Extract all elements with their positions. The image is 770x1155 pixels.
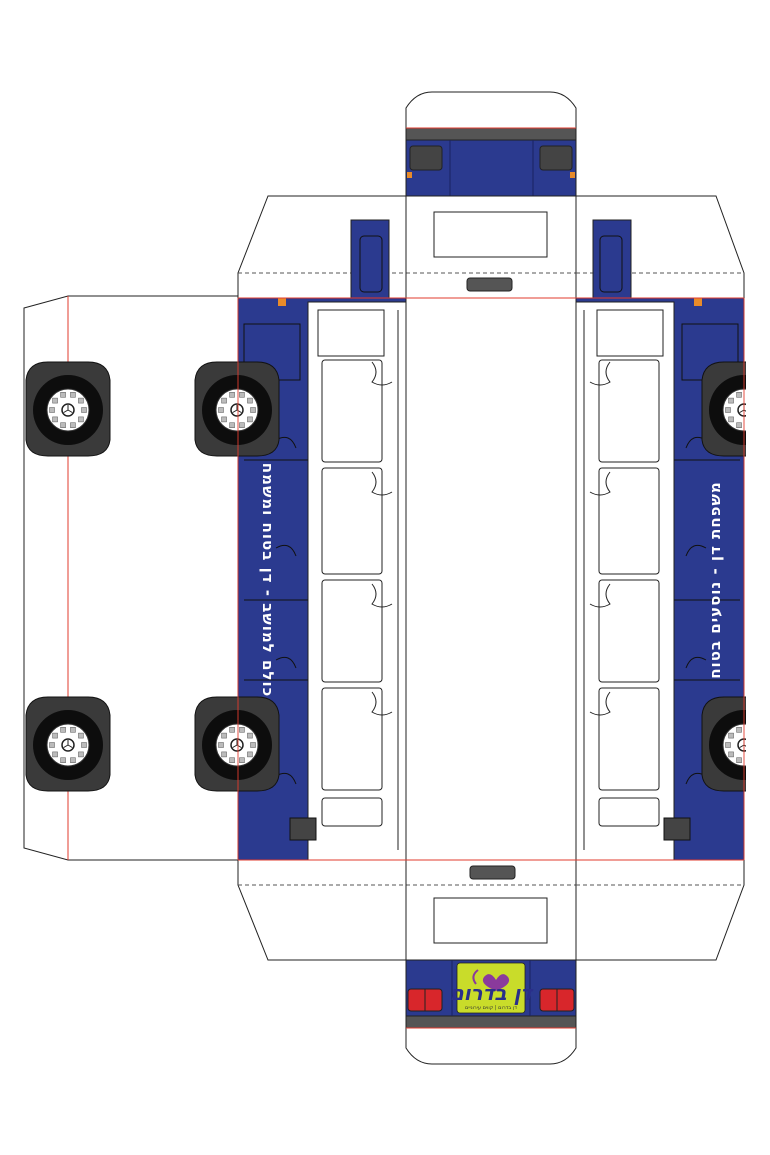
top-cap (405, 91, 577, 129)
bus-rear-face: דן בדרום דן בדרום | קווים עירוניים (405, 959, 577, 1029)
tab-bottom-left (237, 859, 407, 961)
left-windows (321, 359, 383, 827)
rear-bumper-grip (469, 865, 516, 880)
destination-sign-front (433, 211, 548, 258)
floor-wheel-rear-icon (25, 696, 111, 792)
logo-subtext: דן בדרום | קווים עירוניים (465, 1005, 517, 1011)
bottom-cap (405, 1027, 577, 1065)
mirror-arm-left (350, 219, 390, 299)
mirror-front (466, 277, 513, 292)
logo-text: דן בדרום (450, 981, 535, 1005)
wheels (25, 361, 746, 792)
destination-sign-rear (433, 897, 548, 944)
top-column (405, 91, 577, 1065)
operator-logo: דן בדרום דן בדרום | קווים עירוניים (450, 962, 535, 1014)
logo-heart-icon (482, 974, 510, 991)
right-wheel-rear-icon (701, 696, 746, 792)
windshield-panel-front (405, 195, 577, 299)
bus-front-face (405, 127, 577, 197)
left-wheel-front-icon (194, 361, 280, 457)
headlight-left (409, 145, 443, 171)
roof-panel (405, 297, 577, 861)
right-side-slogan: משפחת דן - נוסעים בטוח (706, 481, 724, 679)
cut-lines (237, 127, 745, 1029)
headlight-right (539, 145, 573, 171)
left-side-slogan: כולם למושב - דן בטוח ומשמח (259, 463, 277, 697)
windshield-panel-rear (405, 859, 577, 961)
tab-bottom-right (575, 859, 745, 961)
right-wheel-front-icon (701, 361, 746, 457)
left-wheel-rear-icon (194, 696, 280, 792)
mirror-arm-right (592, 219, 632, 299)
floor-wheel-front-icon (25, 361, 111, 457)
right-windows (598, 359, 660, 827)
